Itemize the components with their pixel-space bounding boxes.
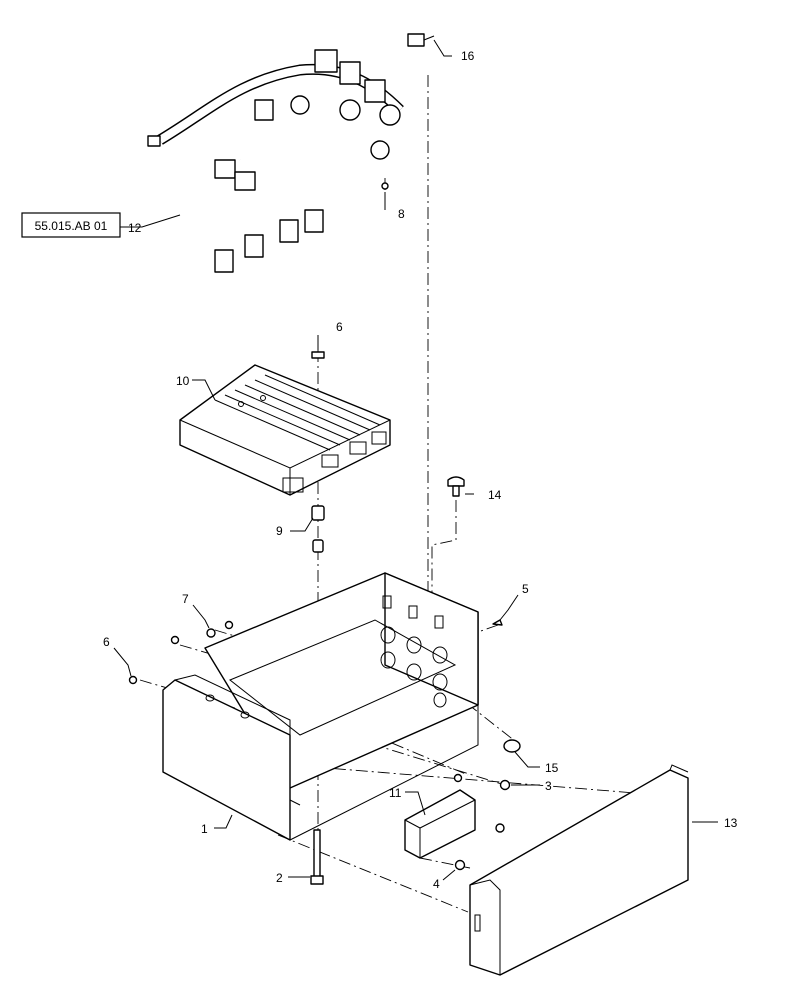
callout-5: 5 [522,582,529,596]
part-2-long-bolt [310,829,324,885]
callout-2: 2 [276,871,283,885]
callout-7: 7 [182,592,189,606]
callout-13: 13 [724,816,738,830]
part-7-washer [170,620,234,645]
part-6-nut-top [311,351,325,359]
callout-15: 15 [545,761,559,775]
part-3-bolt [453,773,511,791]
part-4-bolt [454,859,466,871]
callout-3: 3 [545,779,552,793]
leader-lines [113,39,718,881]
callout-4: 4 [433,877,440,891]
harness-connectors [147,49,401,273]
part-11-relay [404,789,505,859]
part-8-fastener [381,182,389,190]
callout-6-left: 6 [103,635,110,649]
callout-9: 9 [276,524,283,538]
callout-1: 1 [201,822,208,836]
reference-box-text: 55.015.AB 01 [35,219,108,233]
part-10-control-module [179,364,391,496]
callout-11: 11 [389,786,402,800]
callout-16: 16 [461,49,475,63]
callout-14: 14 [488,488,502,502]
callout-6-top: 6 [336,320,343,334]
part-9-spacer [311,505,325,553]
part-12-wiring-harness [147,49,404,305]
callout-labels: 16 12 8 6 10 14 9 7 5 6 15 3 11 13 1 4 2 [103,49,738,891]
part-5-screw [492,619,503,626]
module-fins [214,374,381,451]
callout-12: 12 [128,221,142,235]
part-6-nut-left [128,675,138,685]
part-14-bolt [447,476,465,497]
part-15-grommet [503,739,521,753]
part-13-cover-panel [469,764,689,976]
reference-link-55015ab01[interactable]: 55.015.AB 01 [21,212,121,238]
tray-mounting-holes [380,595,448,708]
callout-8: 8 [398,207,405,221]
part-16-switch [407,33,435,47]
callout-10: 10 [176,374,190,388]
part-1-tray [162,572,479,841]
